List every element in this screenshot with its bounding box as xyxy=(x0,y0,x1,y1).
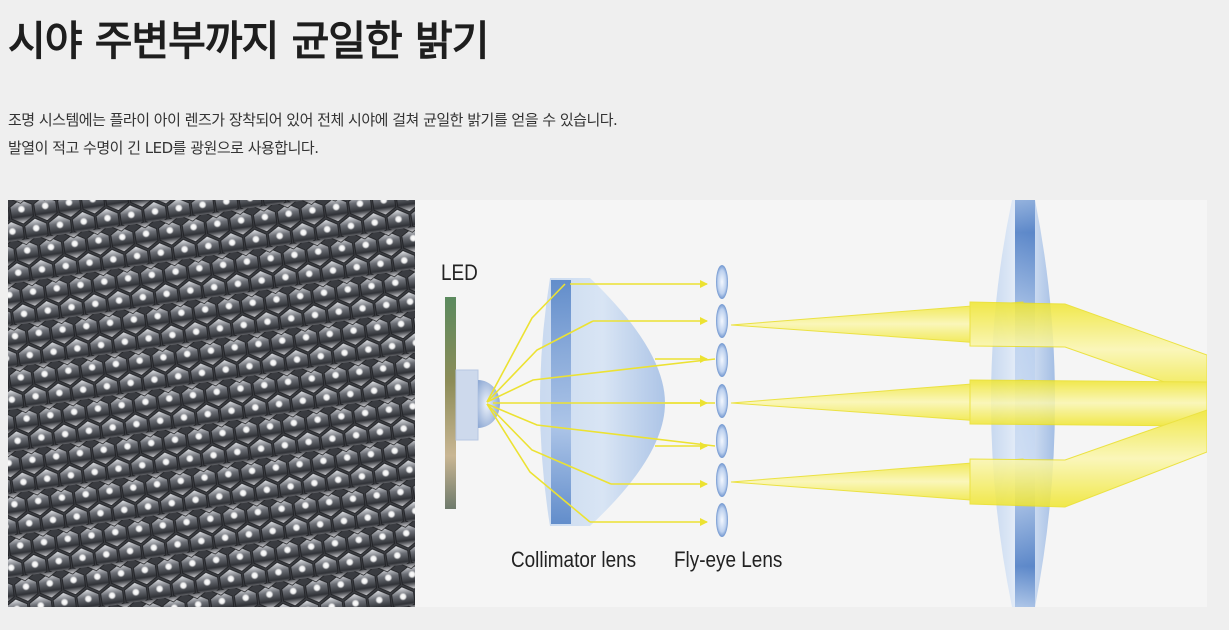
led-label: LED xyxy=(441,260,478,285)
optical-diagram-drawing xyxy=(445,200,1208,607)
led-bar xyxy=(445,297,456,509)
fly-eye-lens-label: Fly-eye Lens xyxy=(674,547,783,572)
fly-eye-lenslets xyxy=(716,265,728,537)
description-line-2: 발열이 적고 수명이 긴 LED를 광원으로 사용합니다. xyxy=(8,139,319,157)
illumination-figure: LED Collimator lens Fly-eye Lens xyxy=(8,200,1208,607)
page-description: 조명 시스템에는 플라이 아이 렌즈가 장착되어 있어 전체 시야에 걸쳐 균일… xyxy=(8,106,618,162)
collimator-lens-label: Collimator lens xyxy=(511,547,637,572)
page-title: 시야 주변부까지 균일한 밝기 xyxy=(8,17,489,65)
fly-eye-lens-photo xyxy=(8,200,415,607)
optical-diagram: LED Collimator lens Fly-eye Lens xyxy=(415,200,1208,607)
description-line-1: 조명 시스템에는 플라이 아이 렌즈가 장착되어 있어 전체 시야에 걸쳐 균일… xyxy=(8,111,618,129)
